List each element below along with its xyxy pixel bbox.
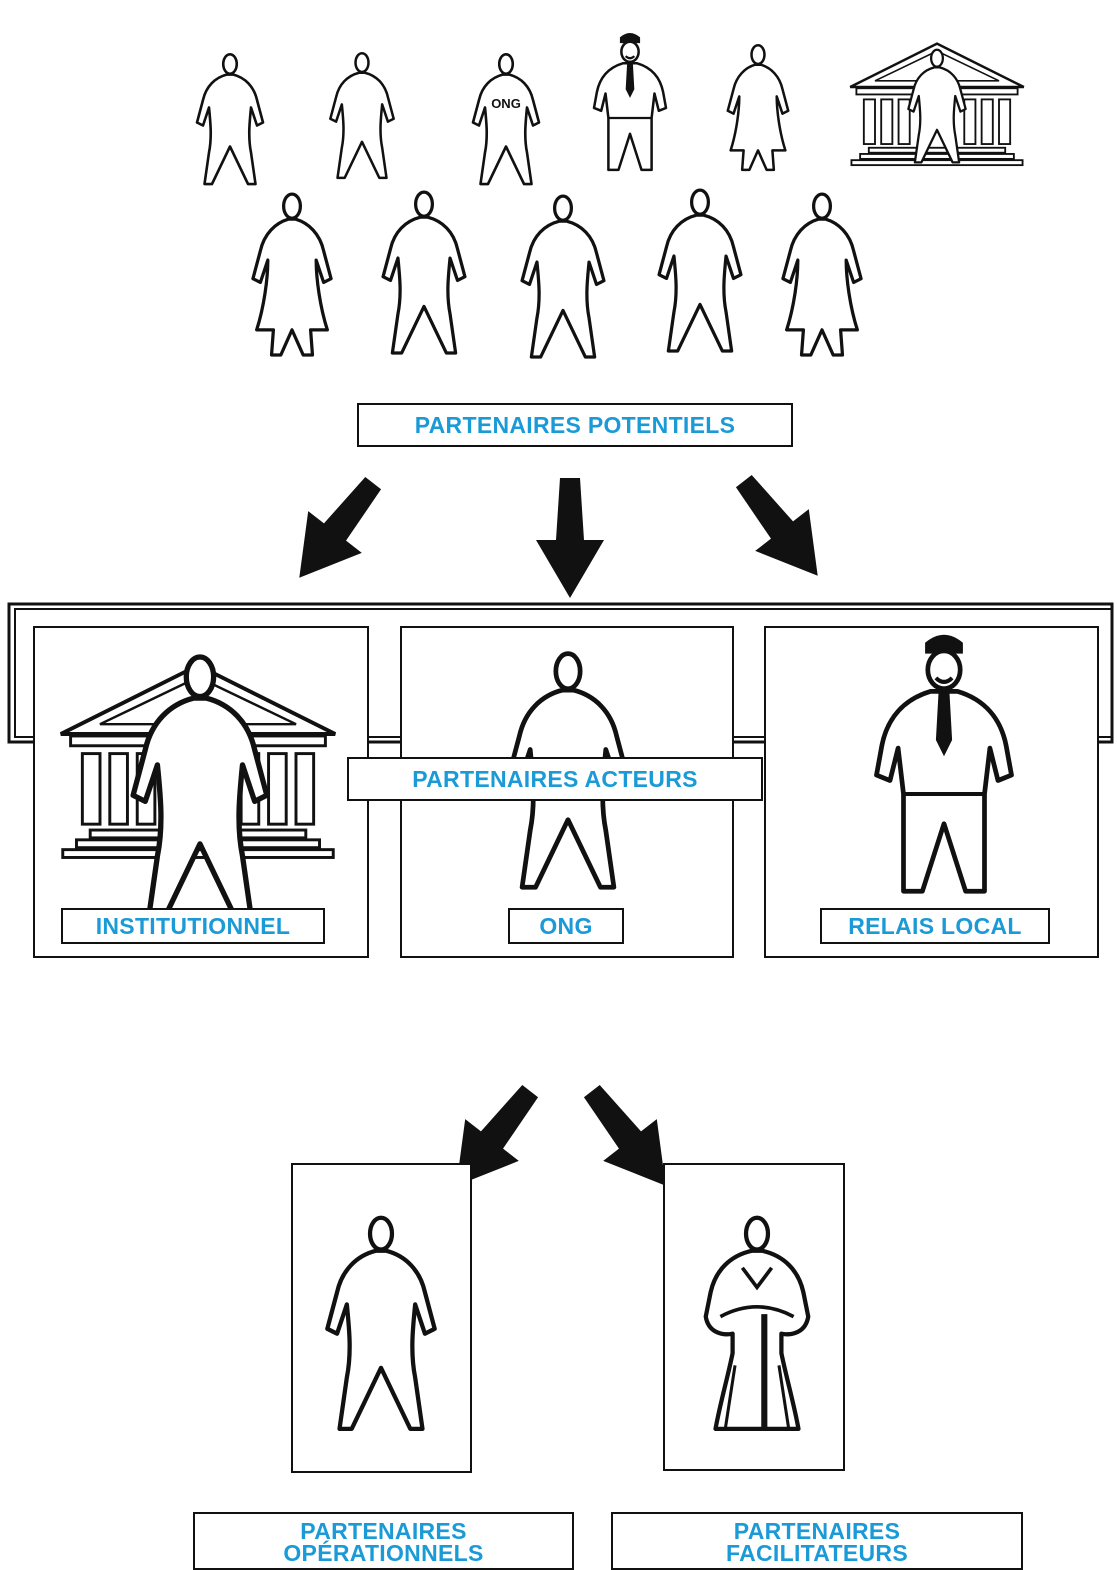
- arrow-down-left: [272, 462, 400, 599]
- arrow-down: [536, 478, 604, 598]
- panel-facilitators: [663, 1163, 845, 1471]
- person-figure: [329, 52, 395, 180]
- operational-line2: OPÉRATIONNELS: [283, 1540, 484, 1566]
- institution-building-icon: [58, 628, 338, 956]
- arrow-down-right: [717, 460, 845, 597]
- panel-local-relay: RELAIS LOCAL: [764, 626, 1099, 958]
- person-figure: [195, 52, 265, 186]
- institutional-label: INSTITUTIONNEL: [61, 908, 325, 944]
- panel-operational: [291, 1163, 472, 1473]
- facilitators-line2: FACILITATEURS: [726, 1540, 908, 1566]
- facilitators-line1: PARTENAIRES: [733, 1518, 901, 1545]
- person-figure: [520, 194, 606, 359]
- operational-person-icon: [293, 1165, 470, 1471]
- woman-figure: [726, 44, 790, 172]
- woman-figure: [781, 192, 863, 357]
- operational-partners-label: PARTENAIRES OPÉRATIONNELS: [193, 1512, 574, 1570]
- person-figure: [657, 188, 743, 353]
- person-figure: [381, 190, 467, 355]
- institution-building-figure: [848, 42, 1026, 167]
- potential-partners-group: [195, 31, 1026, 359]
- operational-line1: PARTENAIRES: [300, 1518, 467, 1545]
- ngo-shirt-text: ONG: [491, 96, 521, 111]
- potential-partners-label: PARTENAIRES POTENTIELS: [357, 403, 793, 447]
- official-figure: [592, 31, 668, 172]
- facilitator-elder-icon: [665, 1165, 843, 1469]
- ngo-person-figure: [471, 52, 541, 186]
- facilitator-partners-label: PARTENAIRES FACILITATEURS: [611, 1512, 1023, 1570]
- panel-institutional: INSTITUTIONNEL: [33, 626, 369, 958]
- ngo-label: ONG: [508, 908, 624, 944]
- local-relay-label: RELAIS LOCAL: [820, 908, 1050, 944]
- local-relay-official-icon: [766, 628, 1097, 956]
- actor-partners-label: PARTENAIRES ACTEURS: [347, 757, 763, 801]
- woman-figure: [251, 192, 333, 357]
